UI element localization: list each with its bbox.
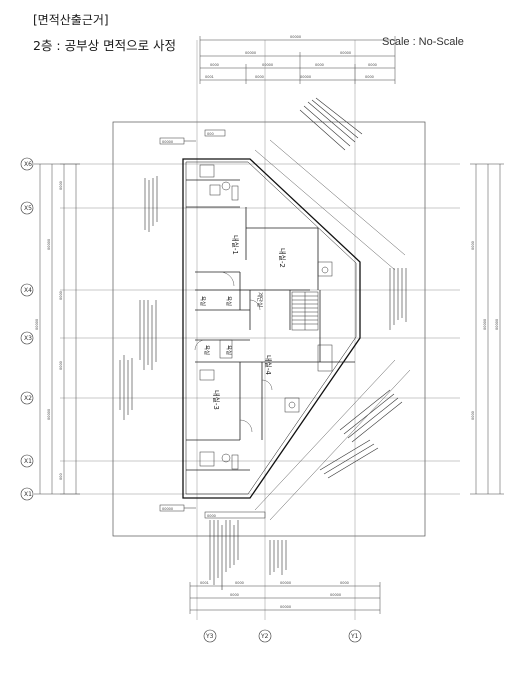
room-label-1: 내실-1	[231, 235, 240, 255]
stair-label: 계단실	[256, 292, 264, 307]
svg-text:X3: X3	[24, 335, 32, 342]
svg-text:0000: 0000	[471, 241, 475, 250]
svg-text:00000: 00000	[162, 507, 173, 511]
svg-text:Y1: Y1	[350, 633, 359, 640]
svg-text:0000: 0000	[235, 581, 244, 585]
svg-text:00000: 00000	[290, 35, 301, 39]
left-dimension-lines	[34, 163, 80, 495]
svg-text:0000: 0000	[471, 411, 475, 420]
svg-text:X6: X6	[24, 161, 32, 168]
top-dimension-text: 00000 00000 00000 0000 00000 0000 0000 0…	[205, 35, 377, 79]
svg-text:Y3: Y3	[205, 633, 214, 640]
svg-text:000: 000	[59, 473, 63, 480]
svg-text:X1: X1	[24, 491, 32, 498]
bath-label-1: 욕실	[199, 296, 207, 306]
bath-label-4: 욕실	[225, 345, 233, 355]
construction-lines	[60, 40, 460, 620]
svg-text:0000: 0000	[230, 593, 239, 597]
grid-bubble-x4: X4	[20, 283, 34, 297]
svg-text:0001: 0001	[205, 75, 214, 79]
building-outline	[182, 158, 361, 499]
svg-text:X1: X1	[24, 458, 32, 465]
grid-bubble-x6: X6	[20, 157, 34, 171]
svg-text:00000: 00000	[280, 605, 291, 609]
svg-text:0000: 0000	[59, 361, 63, 370]
svg-text:00000: 00000	[245, 51, 256, 55]
svg-text:00000: 00000	[495, 319, 499, 330]
svg-text:X4: X4	[24, 287, 32, 294]
grid-bubble-x1b: X1	[20, 487, 34, 501]
svg-text:00000: 00000	[330, 593, 341, 597]
bottom-dimension-text: 0001 0000 00000 0000 0000 00000 00000	[200, 581, 349, 609]
grid-bubble-x2: X2	[20, 391, 34, 405]
door-swings	[194, 271, 273, 433]
document-subtitle: 2층 : 공부상 면적으로 사정	[33, 38, 177, 53]
svg-text:00000: 00000	[35, 319, 39, 330]
bath-label-2: 욕실	[225, 296, 233, 306]
svg-text:00000: 00000	[483, 319, 487, 330]
grid-bubble-x1a: X1	[20, 454, 34, 468]
diagonal-annotation-notes	[299, 97, 403, 479]
document-heading: [면적산출근거]	[33, 13, 109, 27]
svg-text:00000: 00000	[340, 51, 351, 55]
grid-bubble-x3: X3	[20, 331, 34, 345]
right-dimension-lines	[470, 163, 504, 495]
leader-labels	[159, 129, 266, 519]
interior-walls	[186, 179, 355, 471]
svg-text:00000: 00000	[300, 75, 311, 79]
svg-text:0000: 0000	[368, 63, 377, 67]
svg-text:0000: 0000	[59, 291, 63, 300]
svg-text:00000: 00000	[162, 140, 173, 144]
svg-text:0000: 0000	[340, 581, 349, 585]
diagonal-dimension-lines	[254, 139, 411, 521]
svg-text:0000: 0000	[210, 63, 219, 67]
left-dimension-text: 00000 00000 00000 0000 0000 0000 000	[35, 181, 63, 480]
right-dimension-text: 0000 00000 0000 00000	[471, 241, 499, 420]
svg-text:X2: X2	[24, 395, 32, 402]
svg-text:000: 000	[207, 132, 214, 136]
svg-text:X5: X5	[24, 205, 32, 212]
svg-text:Y2: Y2	[260, 633, 269, 640]
grid-bubble-y2: Y2	[258, 629, 272, 643]
svg-text:00000: 00000	[262, 63, 273, 67]
svg-text:0000: 0000	[315, 63, 324, 67]
svg-text:0000: 0000	[207, 514, 216, 518]
svg-text:0000: 0000	[255, 75, 264, 79]
svg-text:00000: 00000	[47, 239, 51, 250]
grid-bubble-x5: X5	[20, 201, 34, 215]
site-frame	[112, 121, 426, 537]
svg-text:00000: 00000	[47, 409, 51, 420]
svg-text:00000: 00000	[280, 581, 291, 585]
stair-hatch	[291, 291, 319, 331]
annotation-notes	[119, 176, 407, 590]
svg-text:0000: 0000	[365, 75, 374, 79]
room-label-4: 내실-4	[264, 355, 273, 375]
room-label-3: 내실-3	[212, 390, 221, 410]
scale-note: Scale : No-Scale	[382, 36, 464, 48]
fixtures	[199, 164, 333, 470]
room-label-2: 내실-2	[278, 248, 287, 268]
bottom-dimension-lines	[189, 582, 381, 614]
svg-text:0001: 0001	[200, 581, 209, 585]
grid-bubble-y3: Y3	[203, 629, 217, 643]
grid-bubble-y1: Y1	[348, 629, 362, 643]
leader-label-text: 00000 000 00000 0000	[162, 132, 216, 518]
bath-label-3: 욕실	[203, 345, 211, 355]
svg-text:0000: 0000	[59, 181, 63, 190]
